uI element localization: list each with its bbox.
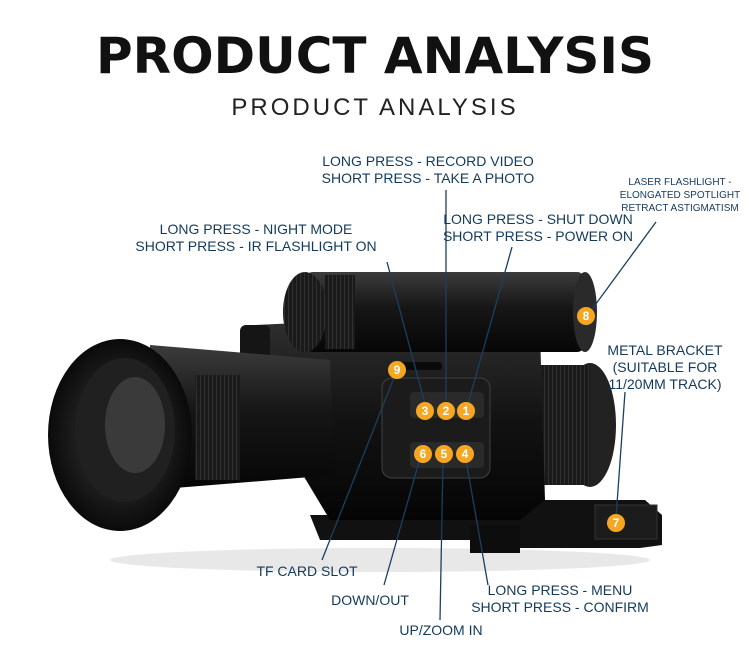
svg-text:4: 4: [462, 447, 469, 461]
leader-lines: [321, 190, 657, 621]
label-laser: LASER FLASHLIGHT - ELONGATED SPOTLIGHT R…: [612, 176, 748, 215]
svg-text:3: 3: [422, 404, 429, 418]
label-night-mode-line1: LONG PRESS - NIGHT MODE: [159, 221, 353, 237]
badge-8: 8: [577, 307, 595, 325]
svg-text:1: 1: [463, 404, 470, 418]
label-laser-line2: ELONGATED SPOTLIGHT: [619, 190, 741, 201]
page-title: PRODUCT ANALYSIS: [95, 27, 655, 85]
badge-1: 1: [457, 402, 475, 420]
leader-up-zoom: [439, 459, 444, 621]
label-tf-card: TF CARD SLOT: [252, 563, 362, 580]
label-up-zoom: UP/ZOOM IN: [389, 622, 493, 639]
leader-bracket: [615, 391, 626, 519]
leader-menu: [465, 459, 489, 586]
svg-text:8: 8: [583, 309, 590, 323]
badge-5: 5: [435, 445, 453, 463]
label-laser-line3: RETRACT ASTIGMATISM: [621, 203, 739, 214]
leader-down-out: [383, 454, 422, 586]
label-record-video-line1: LONG PRESS - RECORD VIDEO: [322, 153, 534, 169]
label-up-zoom-line1: UP/ZOOM IN: [399, 622, 483, 638]
label-bracket: METAL BRACKET (SUITABLE FOR 11/20MM TRAC…: [600, 342, 730, 393]
label-record-video-line2: SHORT PRESS - TAKE A PHOTO: [321, 170, 535, 186]
laser-flashlight-tube: [283, 272, 597, 352]
page-subtitle: PRODUCT ANALYSIS: [231, 94, 519, 121]
label-menu-line1: LONG PRESS - MENU: [487, 582, 633, 598]
svg-text:2: 2: [443, 404, 450, 418]
button-panel: [381, 362, 491, 479]
badge-7: 7: [607, 514, 625, 532]
svg-text:5: 5: [441, 447, 448, 461]
label-bracket-line2: (SUITABLE FOR: [612, 359, 718, 375]
label-night-mode: LONG PRESS - NIGHT MODE SHORT PRESS - IR…: [132, 221, 380, 255]
label-down-out: DOWN/OUT: [320, 592, 420, 609]
leader-laser: [589, 221, 657, 313]
label-down-out-line1: DOWN/OUT: [331, 592, 409, 608]
label-bracket-line1: METAL BRACKET: [607, 342, 723, 358]
badge-6: 6: [414, 445, 432, 463]
label-power-line2: SHORT PRESS - POWER ON: [442, 228, 634, 244]
label-power: LONG PRESS - SHUT DOWN SHORT PRESS - POW…: [440, 211, 636, 245]
label-menu: LONG PRESS - MENU SHORT PRESS - CONFIRM: [470, 582, 650, 616]
label-menu-line2: SHORT PRESS - CONFIRM: [471, 599, 649, 615]
svg-text:7: 7: [613, 516, 620, 530]
svg-text:6: 6: [420, 447, 427, 461]
label-tf-card-line1: TF CARD SLOT: [256, 563, 358, 579]
leader-power: [467, 246, 513, 405]
label-bracket-line3: 11/20MM TRACK): [608, 376, 722, 392]
eyecup: [48, 339, 192, 531]
label-power-line1: LONG PRESS - SHUT DOWN: [443, 211, 633, 227]
ground-shadow: [110, 548, 650, 572]
badge-9: 9: [388, 361, 406, 379]
leader-night-mode: [386, 261, 426, 405]
badge-2: 2: [437, 402, 455, 420]
label-laser-line1: LASER FLASHLIGHT -: [628, 177, 732, 188]
badge-3: 3: [416, 402, 434, 420]
label-record-video: LONG PRESS - RECORD VIDEO SHORT PRESS - …: [318, 153, 538, 187]
svg-text:9: 9: [394, 363, 401, 377]
leader-tf-card: [321, 374, 396, 561]
eyepiece-tube: [150, 345, 335, 490]
badge-4: 4: [456, 445, 474, 463]
label-night-mode-line2: SHORT PRESS - IR FLASHLIGHT ON: [135, 238, 377, 254]
